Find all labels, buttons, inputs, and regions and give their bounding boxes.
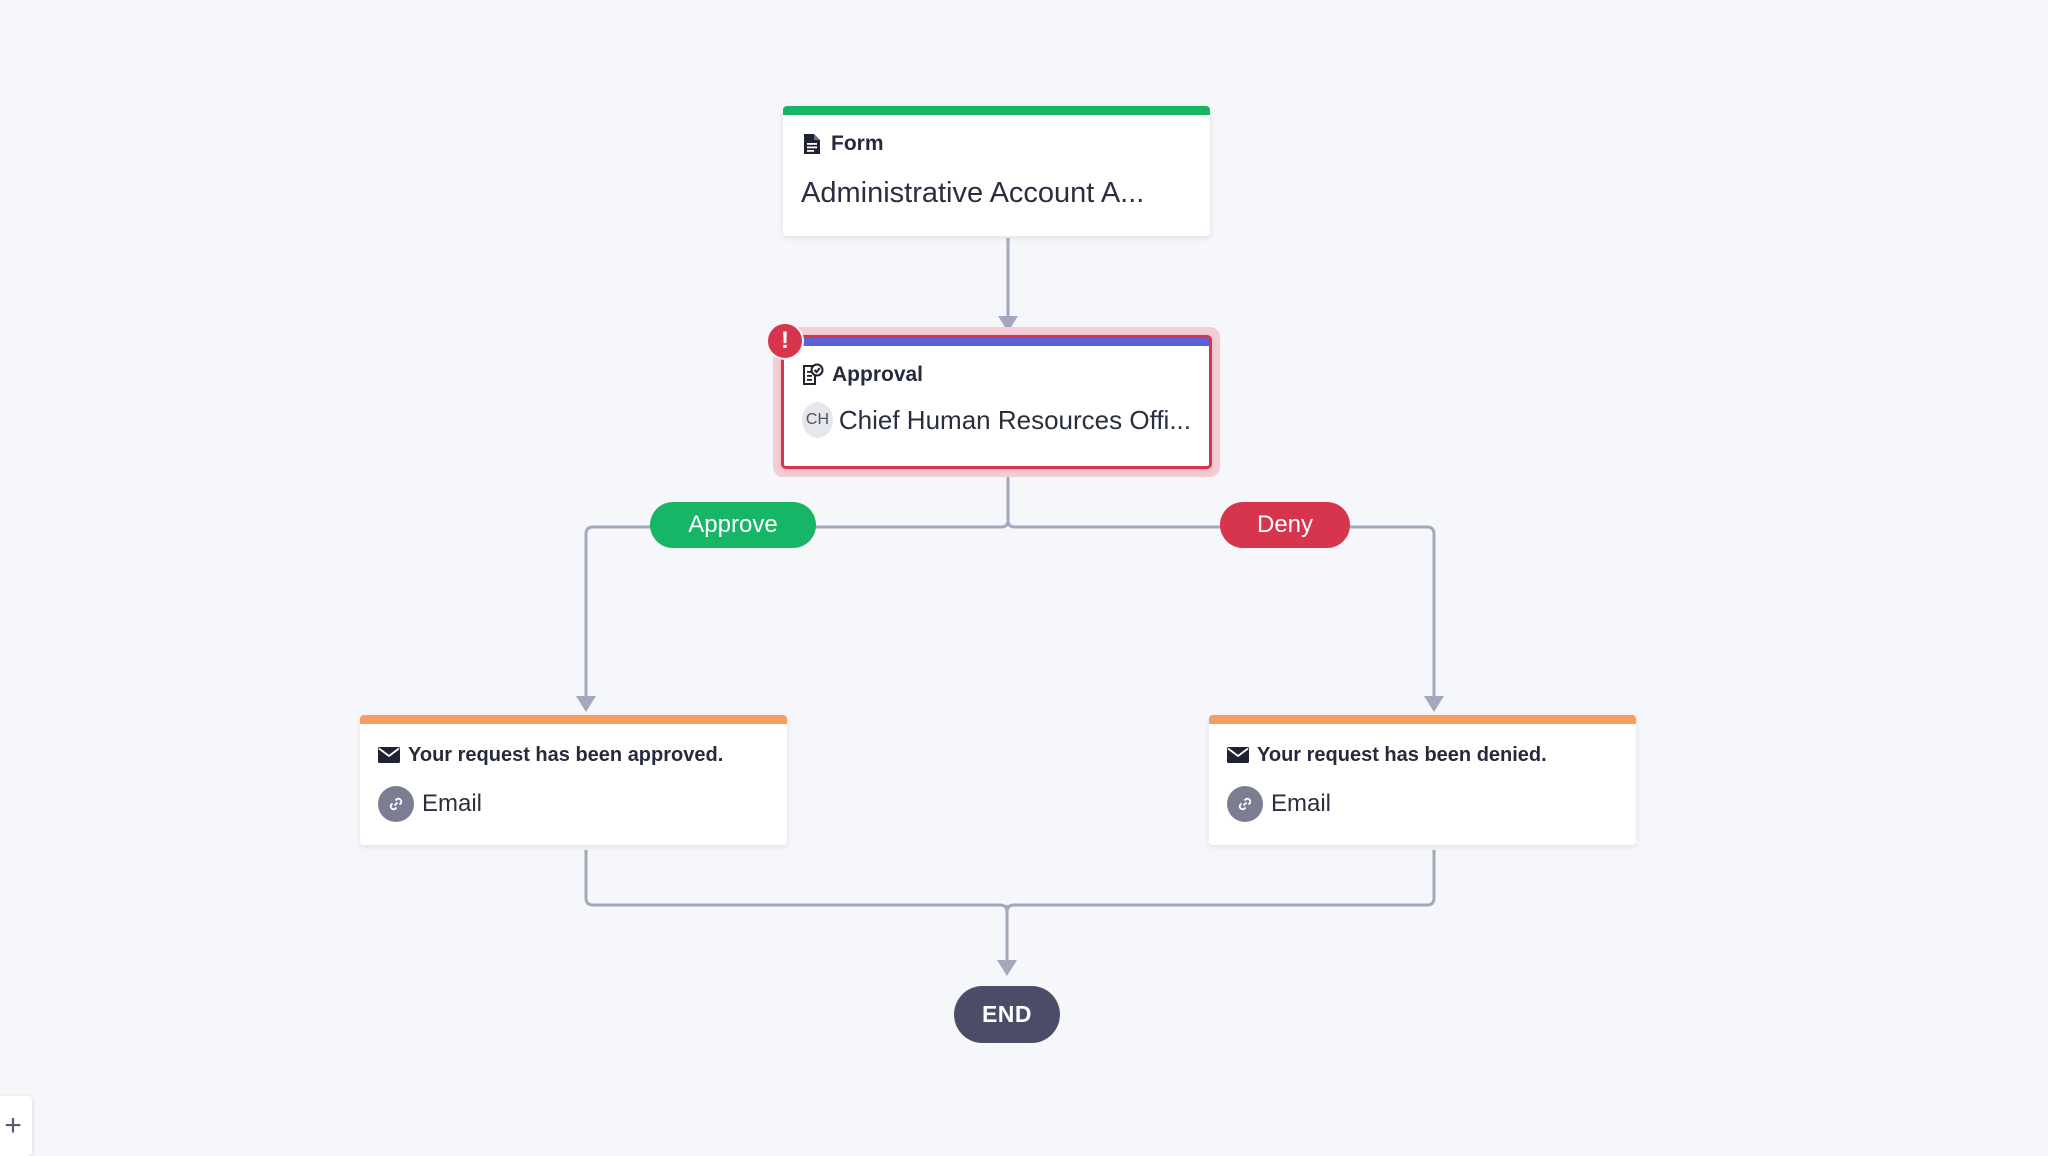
envelope-icon: [378, 743, 400, 767]
link-icon: [378, 786, 414, 822]
approved-email-action-label: Email: [422, 790, 483, 817]
arrow-end: [997, 960, 1017, 976]
approved-email-action: Email: [360, 786, 787, 822]
connector-denied-merge: [1005, 850, 1436, 913]
approve-branch-label[interactable]: Approve: [650, 502, 816, 548]
approved-email-node[interactable]: Your request has been approved. Email: [360, 715, 787, 845]
connector-deny-branch: [1344, 525, 1436, 698]
form-node-type-label: Form: [831, 132, 884, 155]
denied-email-node[interactable]: Your request has been denied. Email: [1209, 715, 1636, 845]
arrow-denied-email: [1424, 696, 1444, 712]
approval-node-assignee: CH Chief Human Resources Offi...: [784, 402, 1209, 438]
denied-email-title: Your request has been denied.: [1257, 743, 1547, 766]
denied-email-action-label: Email: [1271, 790, 1332, 817]
form-node-header: Form: [783, 129, 1210, 159]
end-node[interactable]: END: [954, 986, 1060, 1043]
avatar: CH: [802, 402, 833, 438]
approval-node[interactable]: Approval CH Chief Human Resources Offi..…: [781, 335, 1212, 469]
envelope-icon: [1227, 743, 1249, 767]
connector-approval-split: [1006, 470, 1226, 529]
approval-node-assignee-name: Chief Human Resources Offi...: [838, 404, 1191, 435]
deny-branch-label[interactable]: Deny: [1220, 502, 1350, 548]
approved-email-accent-bar: [360, 715, 787, 724]
zoom-in-button[interactable]: +: [0, 1096, 32, 1156]
approval-node-header: Approval: [784, 360, 1209, 390]
link-icon: [1227, 786, 1263, 822]
connector-approved-merge: [584, 850, 1009, 913]
denied-email-action: Email: [1209, 786, 1636, 822]
denied-email-accent-bar: [1209, 715, 1636, 724]
denied-email-header: Your request has been denied.: [1209, 740, 1636, 770]
form-node[interactable]: Form Administrative Account A...: [783, 106, 1210, 236]
error-badge-icon[interactable]: !: [766, 322, 804, 360]
form-node-accent-bar: [783, 106, 1210, 115]
approval-icon: [802, 363, 824, 387]
connector-split-left: [812, 519, 1010, 529]
approval-node-accent-bar: [784, 338, 1209, 346]
approved-email-title: Your request has been approved.: [408, 743, 724, 766]
approval-node-type-label: Approval: [832, 363, 924, 386]
connector-approve-branch: [584, 525, 654, 698]
arrow-approved-email: [576, 696, 596, 712]
form-node-title: Administrative Account A...: [801, 177, 1145, 209]
document-icon: [801, 132, 823, 156]
approved-email-header: Your request has been approved.: [360, 740, 787, 770]
